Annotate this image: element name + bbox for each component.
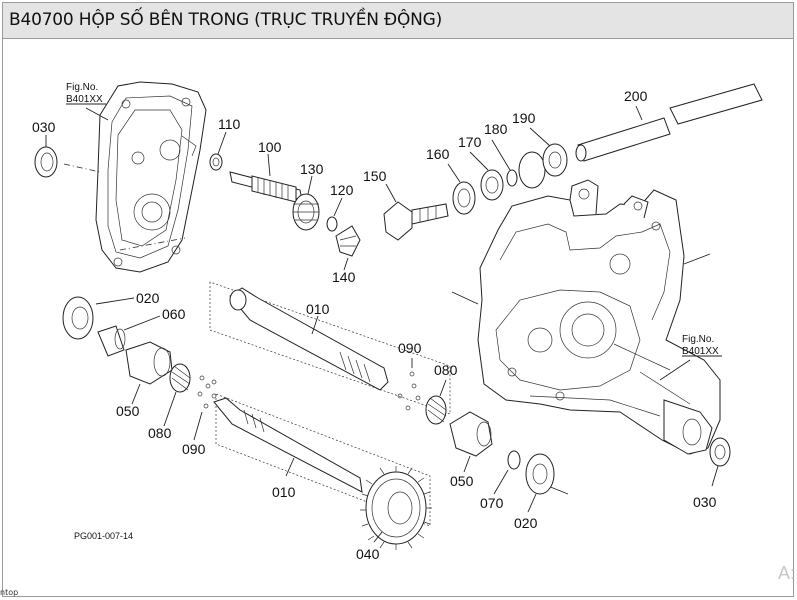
- pipe-200: [575, 83, 763, 162]
- label-180: 180: [484, 121, 508, 137]
- snap-ring-180: [491, 139, 546, 189]
- fig-ref-right-line1: Fig.No.: [682, 334, 714, 345]
- label-050-left: 050: [116, 403, 140, 419]
- bearing-020-right: [525, 453, 555, 513]
- gear-040: [360, 466, 432, 550]
- snap-ring-070: [493, 450, 521, 495]
- bearing-170: [469, 151, 504, 201]
- label-150: 150: [363, 168, 387, 184]
- fig-ref-left-line1: Fig.No.: [66, 82, 98, 93]
- shaft-010-lower: [213, 393, 431, 527]
- label-020-left: 020: [136, 290, 160, 306]
- label-030-right: 030: [693, 494, 717, 510]
- label-010-upper: 010: [306, 301, 330, 317]
- bevel-gear-140: [335, 225, 361, 271]
- oil-seal-030-right: [709, 437, 731, 487]
- label-100: 100: [258, 139, 282, 155]
- left-case-cover: [63, 81, 207, 273]
- axis-pointer-bottom: [547, 485, 569, 495]
- right-fig-leader: [659, 359, 691, 381]
- left-fig-leader: [85, 107, 109, 121]
- label-190: 190: [512, 110, 536, 126]
- oil-seal-030-left: [34, 135, 58, 178]
- seal-190: [529, 127, 568, 177]
- axis-pointer-left: [451, 291, 479, 305]
- shifter-050-left: [125, 341, 173, 405]
- label-040: 040: [356, 546, 380, 562]
- spring-080-left: [163, 363, 191, 427]
- title-bar: B40700 HỘP SỐ BÊN TRONG (TRỤC TRUYỀN ĐỘN…: [3, 3, 793, 39]
- label-010-lower: 010: [272, 484, 296, 500]
- label-070: 070: [480, 495, 504, 511]
- label-090-left: 090: [182, 441, 206, 457]
- fig-ref-right-line2: B401XX: [682, 346, 719, 357]
- collar-110: [209, 131, 227, 171]
- label-200: 200: [624, 88, 648, 104]
- spring-080-right: [425, 379, 447, 425]
- label-170: 170: [458, 134, 482, 150]
- bearing-020-left: [62, 296, 135, 340]
- shifter-050-right: [449, 411, 493, 473]
- drawing-code: PG001-007-14: [74, 531, 133, 541]
- transmission-housing: [477, 179, 721, 455]
- gear-130: [292, 175, 320, 231]
- label-090-right: 090: [398, 340, 422, 356]
- balls-090-left: [193, 375, 217, 441]
- label-110: 110: [218, 116, 241, 132]
- axis-pointer-right: [683, 253, 711, 265]
- label-160: 160: [426, 146, 450, 162]
- label-030-left: 030: [32, 119, 56, 135]
- bottom-overflow-text: ntop: [0, 588, 19, 597]
- fig-ref-left-line2: B401XX: [66, 94, 103, 105]
- label-120: 120: [330, 182, 354, 198]
- shaft-010-upper: [209, 281, 451, 415]
- bearing-160: [447, 163, 476, 215]
- label-020-right: 020: [514, 515, 538, 531]
- collar-060: [97, 315, 161, 357]
- balls-090-right: [397, 358, 421, 411]
- page-title: B40700 HỘP SỐ BÊN TRONG (TRỤC TRUYỀN ĐỘN…: [9, 10, 443, 30]
- label-140: 140: [332, 269, 356, 285]
- watermark-text: A:: [777, 563, 795, 583]
- label-080-right: 080: [434, 362, 458, 378]
- input-shaft-100: [229, 153, 303, 203]
- label-080-left: 080: [148, 425, 172, 441]
- label-050-right: 050: [450, 473, 474, 489]
- label-060: 060: [162, 306, 186, 322]
- bevel-pinion-150: [383, 183, 449, 241]
- label-130: 130: [300, 161, 324, 177]
- snap-ring-120: [326, 197, 343, 232]
